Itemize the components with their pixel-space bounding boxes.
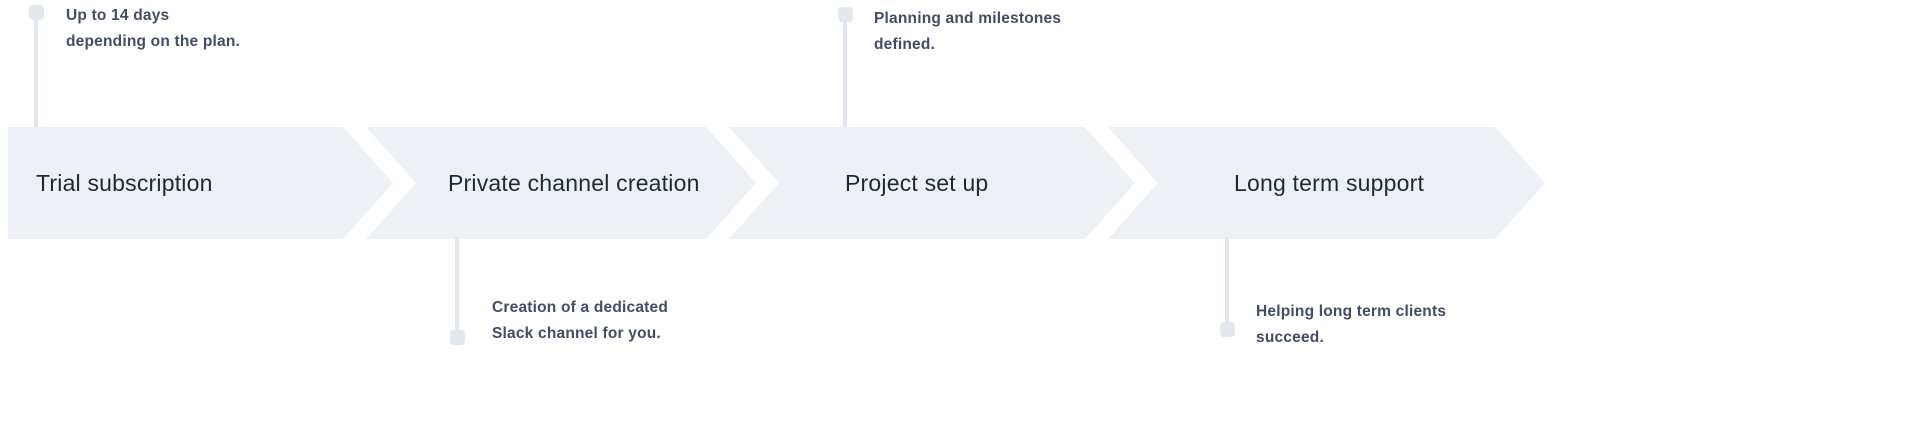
connector-line-stage-2	[455, 237, 459, 337]
connector-end-marker-stage-2	[450, 330, 465, 345]
stage-3-note: Planning and milestones defined.	[874, 6, 1061, 58]
stage-4-label: Long term support	[1234, 169, 1425, 196]
stage-1-note-line-2: depending on the plan.	[66, 33, 241, 50]
connector-end-marker-stage-1	[29, 5, 44, 20]
stage-2-private-channel-creation: Private channel creation	[366, 127, 756, 239]
connector-line-stage-1	[34, 16, 38, 129]
stage-2-note-line-1: Creation of a dedicated	[492, 299, 668, 316]
stage-1-note: Up to 14 days depending on the plan.	[66, 3, 240, 55]
stage-4-long-term-support: Long term support	[1108, 127, 1545, 239]
stage-4-note-line-1: Helping long term clients	[1256, 303, 1447, 320]
connector-end-marker-stage-4	[1220, 322, 1235, 337]
stage-1-trial-subscription: Trial subscription	[8, 127, 393, 239]
connector-line-stage-4	[1225, 237, 1229, 333]
stage-2-note: Creation of a dedicated Slack channel fo…	[492, 295, 668, 347]
connector-end-marker-stage-3	[838, 7, 853, 22]
stage-1-note-line-1: Up to 14 days	[66, 7, 170, 24]
stage-3-note-line-2: defined.	[874, 36, 936, 53]
stage-3-project-set-up: Project set up	[729, 127, 1135, 239]
stage-3-note-line-1: Planning and milestones	[874, 10, 1062, 27]
stage-3-label: Project set up	[845, 169, 989, 196]
stage-4-note-line-2: succeed.	[1256, 329, 1324, 346]
connector-line-stage-3	[843, 18, 847, 129]
stage-4-note: Helping long term clients succeed.	[1256, 299, 1446, 351]
stage-2-label: Private channel creation	[448, 169, 700, 196]
stage-1-label: Trial subscription	[36, 169, 213, 196]
stage-2-note-line-2: Slack channel for you.	[492, 325, 661, 342]
